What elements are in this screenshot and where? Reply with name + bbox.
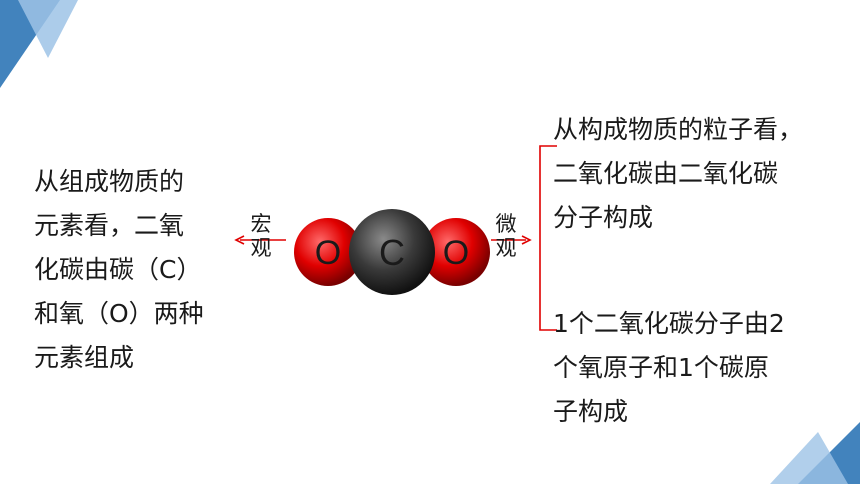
co2-molecule-model: O C O — [294, 209, 490, 295]
atom-label-o-left: O — [315, 234, 341, 272]
arrow-head-left — [234, 235, 245, 245]
text-line: 从构成物质的粒子看， — [553, 115, 804, 144]
text-line: 分子构成 — [553, 203, 654, 232]
text-line: 化碳由碳（C） — [34, 255, 202, 284]
text-line: 子构成 — [553, 397, 629, 426]
micro-description-2: 1个二氧化碳分子由2 个氧原子和1个碳原 子构成 — [553, 302, 785, 434]
macro-label-char: 宏 — [250, 212, 272, 236]
micro-label: 微 观 — [494, 212, 518, 260]
corner-decoration-top-left — [0, 0, 78, 88]
carbon-atom — [349, 209, 435, 295]
oxygen-atom-left — [294, 218, 362, 286]
corner-decoration-bottom-right — [770, 422, 860, 484]
oxygen-atom-right — [422, 218, 490, 286]
atom-label-c: C — [379, 232, 405, 273]
text-line: 个氧原子和1个碳原 — [553, 353, 769, 382]
micro-description-1: 从构成物质的粒子看， 二氧化碳由二氧化碳 分子构成 — [553, 108, 803, 240]
atom-label-o-right: O — [443, 234, 469, 272]
macro-description: 从组成物质的 元素看，二氧 化碳由碳（C） 和氧（O）两种 元素组成 — [34, 160, 204, 380]
text-line: 元素组成 — [34, 343, 135, 372]
text-line: 从组成物质的 — [34, 167, 185, 196]
macro-label-char: 观 — [250, 236, 272, 260]
text-line: 和氧（O）两种 — [34, 299, 204, 328]
macro-label: 宏 观 — [249, 212, 273, 260]
arrow-head-right — [521, 235, 532, 245]
bracket — [539, 145, 557, 331]
text-line: 1个二氧化碳分子由2 — [553, 309, 785, 338]
text-line: 元素看，二氧 — [34, 211, 185, 240]
micro-label-char: 观 — [495, 236, 517, 260]
micro-label-char: 微 — [495, 212, 517, 236]
text-line: 二氧化碳由二氧化碳 — [553, 159, 779, 188]
